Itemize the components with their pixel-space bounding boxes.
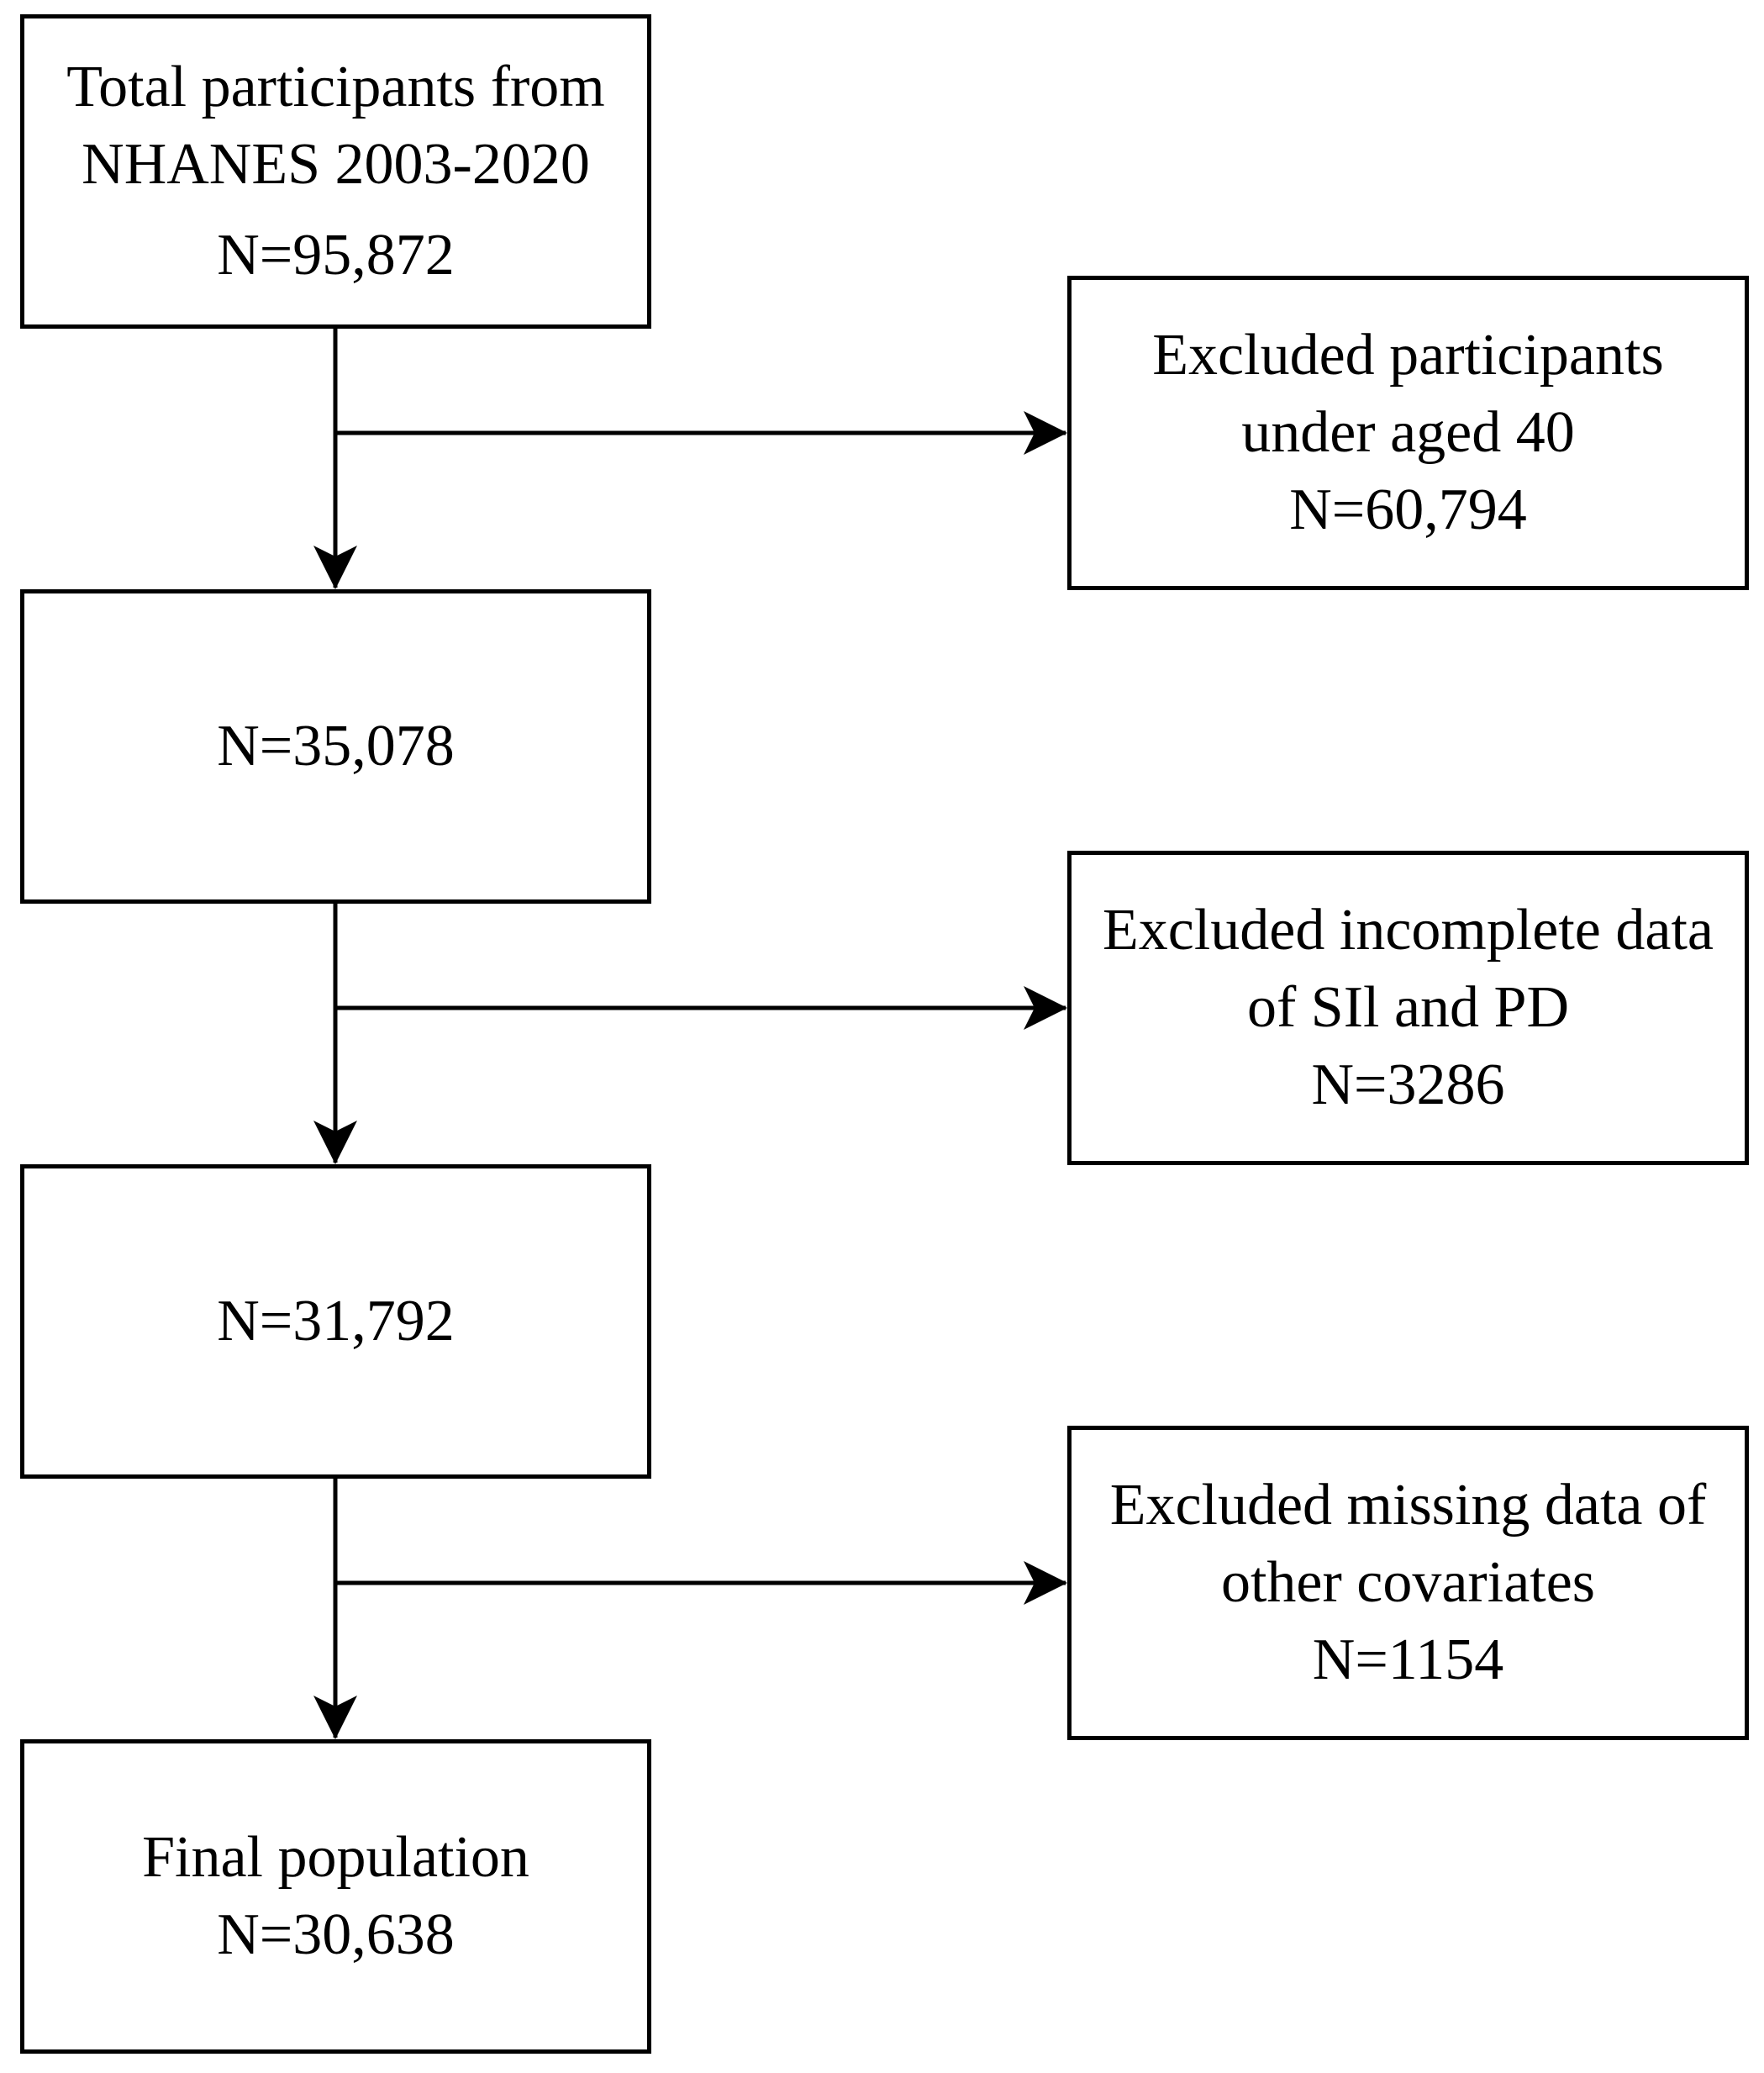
exclusion-age-box: Excluded participants under aged 40 N=60… (1067, 276, 1749, 590)
exclusion-covariates-box: Excluded missing data of other covariate… (1067, 1426, 1749, 1740)
exclusion-covariates-count: N=1154 (1312, 1627, 1504, 1692)
main-flow-arrows (313, 329, 357, 1739)
exclusion-age-line-1: Excluded participants (1152, 323, 1664, 388)
total-participants-line-1: Total participants from (66, 55, 605, 119)
arrowhead-step-1 (313, 546, 357, 589)
exclusion-incomplete-box: Excluded incomplete data of SIl and PD N… (1067, 851, 1749, 1165)
final-population-box: Final population N=30,638 (20, 1739, 651, 2054)
step-2-count: N=31,792 (217, 1289, 455, 1353)
arrowhead-step-2 (313, 1121, 357, 1164)
arrowhead-final (313, 1696, 357, 1739)
exclusion-covariates-line-2: other covariates (1220, 1550, 1596, 1615)
step-1-box: N=35,078 (20, 589, 651, 904)
total-participants-count: N=95,872 (217, 223, 455, 287)
exclusion-incomplete-line-1: Excluded incomplete data (1103, 898, 1714, 963)
arrowhead-exclusion-1 (1024, 411, 1067, 455)
exclusion-age-line-2: under aged 40 (1241, 400, 1575, 465)
arrowhead-exclusion-2 (1024, 986, 1067, 1030)
final-population-label: Final population (142, 1825, 529, 1890)
arrowhead-exclusion-3 (1024, 1561, 1067, 1605)
total-participants-line-2: NHANES 2003-2020 (82, 132, 590, 197)
step-2-box: N=31,792 (20, 1164, 651, 1479)
total-participants-box: Total participants from NHANES 2003-2020… (20, 14, 651, 329)
exclusion-incomplete-line-2: of SIl and PD (1246, 975, 1570, 1040)
exclusion-covariates-line-1: Excluded missing data of (1109, 1473, 1707, 1538)
final-population-count: N=30,638 (217, 1902, 455, 1967)
step-1-count: N=35,078 (217, 714, 455, 778)
exclusion-incomplete-count: N=3286 (1311, 1052, 1505, 1117)
exclusion-age-count: N=60,794 (1289, 477, 1527, 542)
exclusion-arrows (335, 411, 1067, 1605)
